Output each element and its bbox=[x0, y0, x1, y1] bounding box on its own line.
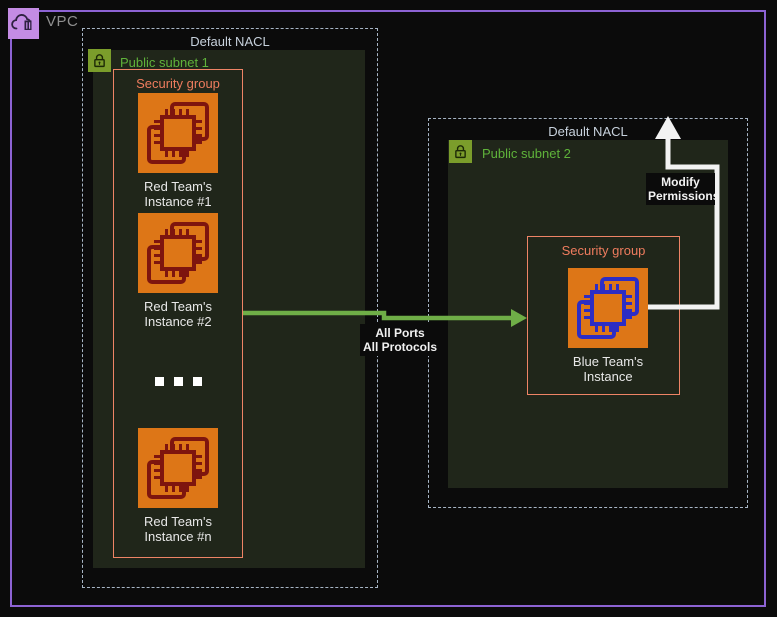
red-instance-n-label: Red Team's Instance #n bbox=[144, 514, 212, 544]
subnet2-label: Public subnet 2 bbox=[482, 146, 571, 161]
ellipsis-dots bbox=[138, 377, 218, 386]
red-instance-1-label: Red Team's Instance #1 bbox=[144, 179, 212, 209]
sg2-box: Security group bbox=[527, 236, 680, 395]
red-instance-n: Red Team's Instance #n bbox=[138, 428, 218, 544]
subnet1-lock-icon bbox=[88, 49, 111, 72]
sg2-title: Security group bbox=[561, 243, 646, 258]
ec2-instance-icon bbox=[568, 268, 648, 348]
red-instance-2-label: Red Team's Instance #2 bbox=[144, 299, 212, 329]
vpc-label: VPC bbox=[46, 13, 79, 30]
dot bbox=[173, 377, 183, 386]
sg1-title: Security group bbox=[136, 76, 220, 91]
subnet2-lock-icon bbox=[449, 140, 472, 163]
vpc-icon bbox=[8, 8, 39, 39]
attack-arrow-label: All Ports All Protocols bbox=[360, 324, 440, 356]
vpc-boundary bbox=[10, 10, 766, 607]
blue-instance-label: Blue Team's Instance bbox=[572, 354, 644, 384]
ec2-instance-icon bbox=[138, 93, 218, 173]
nacl-left-box: Default NACL bbox=[82, 28, 378, 588]
dot bbox=[192, 377, 202, 386]
ec2-instance-icon bbox=[138, 428, 218, 508]
red-instance-1: Red Team's Instance #1 bbox=[138, 93, 218, 209]
ec2-instance-icon bbox=[138, 213, 218, 293]
subnet1-label: Public subnet 1 bbox=[120, 55, 209, 70]
sg1-box: Security group bbox=[113, 69, 243, 558]
dot bbox=[154, 377, 164, 386]
blue-instance: Blue Team's Instance bbox=[568, 268, 648, 384]
nacl-left-title: Default NACL bbox=[190, 34, 270, 49]
modify-permissions-label: Modify Permissions bbox=[646, 173, 720, 205]
nacl-right-title: Default NACL bbox=[548, 124, 628, 139]
red-instance-2: Red Team's Instance #2 bbox=[138, 213, 218, 329]
